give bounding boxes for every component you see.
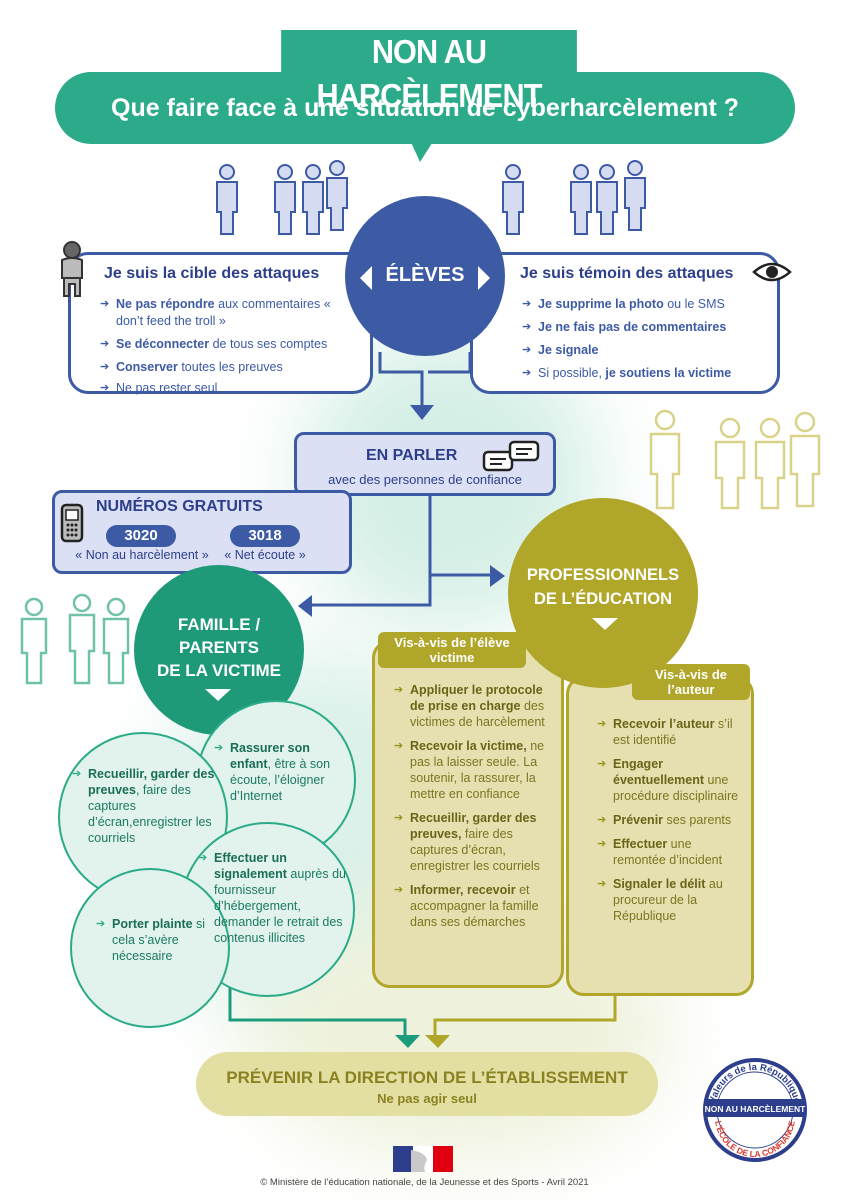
list-item: Je supprime la photo ou le SMS bbox=[522, 296, 772, 313]
professionnels-line1: PROFESSIONNELS bbox=[526, 566, 680, 584]
list-item: Prévenir ses parents bbox=[597, 812, 747, 828]
list-item: Conserver toutes les preuves bbox=[100, 359, 360, 376]
chevron-down-icon bbox=[592, 618, 618, 630]
parler-title: EN PARLER bbox=[366, 447, 458, 464]
chevron-right-icon bbox=[478, 266, 490, 290]
list-item: Engager éventuellement une procédure dis… bbox=[597, 756, 747, 804]
list-item: Recevoir l’auteur s’il est identifié bbox=[597, 716, 747, 748]
cible-list: Ne pas répondre aux commentaires « don’t… bbox=[100, 296, 360, 403]
temoin-list: Je supprime la photo ou le SMS Je ne fai… bbox=[522, 296, 772, 388]
list-item: Signaler le délit au procureur de la Rép… bbox=[597, 876, 747, 924]
chevron-down-icon bbox=[205, 689, 231, 701]
famille-line1: FAMILLE / bbox=[177, 615, 261, 634]
number-label-3018: « Net écoute » bbox=[224, 548, 306, 562]
direction-title: PRÉVENIR LA DIRECTION DE L’ÉTABLISSEMENT bbox=[226, 1068, 628, 1087]
direction-subtitle: Ne pas agir seul bbox=[377, 1091, 477, 1106]
students-group-icon bbox=[502, 160, 646, 235]
number-badge-3018[interactable]: 3018 bbox=[230, 525, 300, 547]
famille-line3: DE LA VICTIME bbox=[156, 661, 282, 680]
numeros-box bbox=[52, 490, 352, 574]
svg-text:NON AU HARCÈLEMENT: NON AU HARCÈLEMENT bbox=[705, 1104, 807, 1114]
list-item: Recueillir, garder des preuves, faire de… bbox=[394, 810, 559, 874]
seal-logo: NON AU HARCÈLEMENT Valeurs de la Républi… bbox=[703, 1058, 807, 1162]
list-item: Informer, recevoir et accompagner la fam… bbox=[394, 882, 559, 930]
list-item: Ne pas rester seul bbox=[100, 380, 360, 397]
bubble-rassurer-text: Rassurer son enfant, être à son écoute, … bbox=[214, 740, 349, 804]
bubble-plainte-text: Porter plainte si cela s’avère nécessair… bbox=[96, 916, 211, 964]
direction-box bbox=[196, 1052, 658, 1116]
list-item: Ne pas répondre aux commentaires « don’t… bbox=[100, 296, 360, 330]
victime-list: Appliquer le protocole de prise en charg… bbox=[394, 682, 559, 938]
speech-tail bbox=[410, 140, 434, 162]
professionnels-line2: DE L’ÉDUCATION bbox=[533, 590, 673, 608]
numeros-title: NUMÉROS GRATUITS bbox=[96, 498, 263, 515]
list-item: Je signale bbox=[522, 342, 772, 359]
subtitle-bubble bbox=[55, 72, 795, 144]
cible-title: Je suis la cible des attaques bbox=[104, 265, 320, 282]
professionnels-circle bbox=[508, 498, 698, 688]
eye-icon bbox=[752, 262, 792, 282]
auteur-tab: Vis-à-vis de l’auteur bbox=[632, 664, 750, 700]
list-item: Recevoir la victime, ne pas la laisser s… bbox=[394, 738, 559, 802]
victime-tab: Vis-à-vis de l’élève victime bbox=[378, 632, 526, 668]
phone-icon bbox=[60, 503, 84, 543]
list-item: Je ne fais pas de commentaires bbox=[522, 319, 772, 336]
chevron-left-icon bbox=[360, 266, 372, 290]
parler-subtitle: avec des personnes de confiance bbox=[328, 472, 522, 487]
republic-flag-logo bbox=[393, 1146, 453, 1172]
list-item: Si possible, je soutiens la victime bbox=[522, 365, 772, 382]
list-item: Effectuer une remontée d’incident bbox=[597, 836, 747, 868]
footer-credit: © Ministère de l’éducation nationale, de… bbox=[260, 1177, 589, 1188]
students-group-icon bbox=[216, 160, 348, 235]
auteur-list: Recevoir l’auteur s’il est identifié Eng… bbox=[597, 716, 747, 932]
temoin-title: Je suis témoin des attaques bbox=[520, 265, 734, 282]
list-item: Appliquer le protocole de prise en charg… bbox=[394, 682, 559, 730]
family-group-icon bbox=[20, 593, 130, 685]
staff-group-icon bbox=[649, 409, 821, 510]
eleves-label: ÉLÈVES bbox=[385, 264, 465, 286]
subtitle: Que faire face à une situation de cyberh… bbox=[111, 94, 739, 122]
number-label-3020: « Non au harcèlement » bbox=[75, 548, 209, 562]
bubble-signalement-text: Effectuer un signalement auprès du fourn… bbox=[198, 850, 348, 946]
famille-line2: PARENTS bbox=[179, 638, 259, 657]
number-badge-3020[interactable]: 3020 bbox=[106, 525, 176, 547]
list-item: Se déconnecter de tous ses comptes bbox=[100, 336, 360, 353]
banner-title: NON AU HARCÈLEMENT bbox=[281, 30, 577, 114]
bubble-recueillir-text: Recueillir, garder des preuves, faire de… bbox=[72, 766, 217, 846]
chat-bubbles-icon bbox=[482, 440, 540, 472]
sad-person-icon bbox=[61, 241, 83, 297]
